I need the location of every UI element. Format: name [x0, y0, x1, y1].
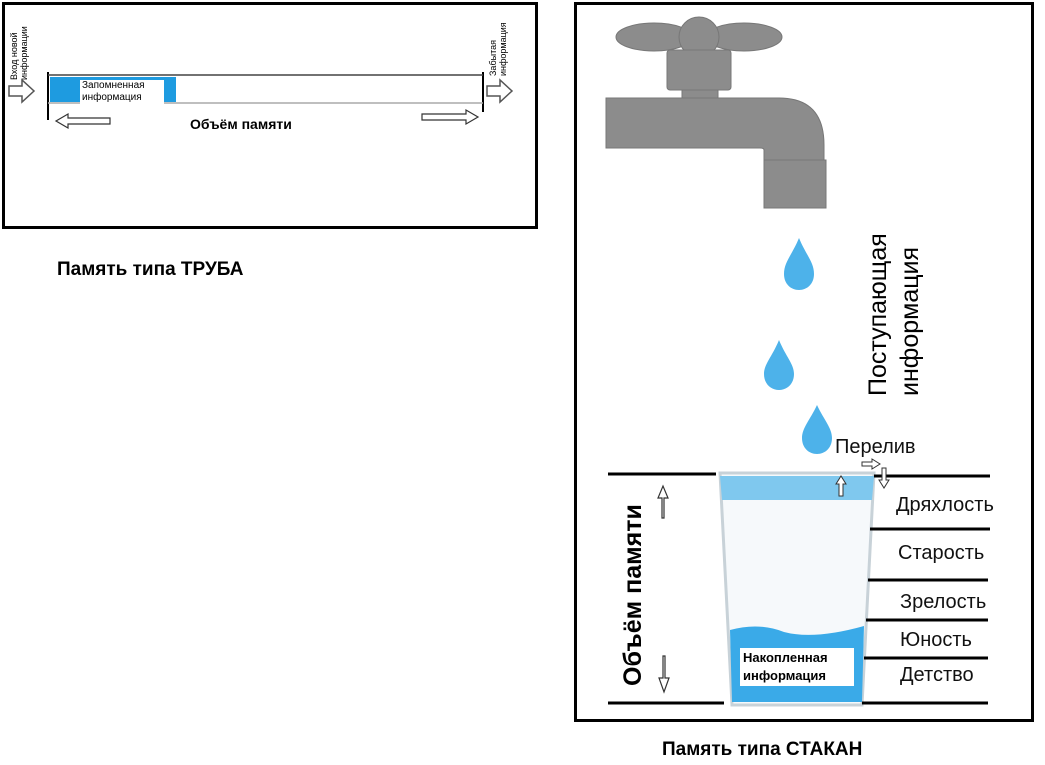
stage-label-maturity: Зрелость: [900, 591, 987, 613]
forgotten-arrow-icon: [486, 78, 514, 104]
glass-caption: Память типа СТАКАН: [662, 739, 863, 760]
volume-right-arrow-icon: [421, 108, 480, 126]
stored-info-label: Запомненная информация: [80, 80, 164, 104]
stage-label-youth: Юность: [900, 629, 972, 651]
overflow-down-arrow-icon: [878, 467, 890, 489]
overflow-right-arrow-icon: [861, 458, 881, 470]
pipe-diagram: [8, 72, 514, 130]
water-drop-icon: [764, 340, 794, 390]
volume-down-arrow-icon: [658, 655, 670, 694]
overflow-label: Перелив: [835, 436, 916, 458]
incoming-info-label: Поступающая информация: [864, 233, 924, 396]
stage-label-childhood: Детство: [900, 664, 974, 686]
overflow-up-arrow-icon: [835, 475, 847, 497]
stage-label-old-age: Старость: [898, 542, 985, 564]
volume-up-arrow-icon: [657, 484, 669, 519]
glass-volume-label: Объём памяти: [619, 504, 647, 686]
water-drop-icon: [802, 405, 832, 454]
faucet-icon: [605, 16, 827, 209]
accumulated-info-label: Накопленная информация: [740, 648, 854, 686]
pipe-volume-label: Объём памяти: [190, 116, 292, 132]
stage-label-decrepitude: Дряхлость: [896, 494, 994, 516]
pipe-caption: Память типа ТРУБА: [57, 259, 244, 280]
input-arrow-icon: [8, 78, 36, 104]
volume-left-arrow-icon: [54, 112, 111, 130]
water-drop-icon: [784, 238, 814, 290]
